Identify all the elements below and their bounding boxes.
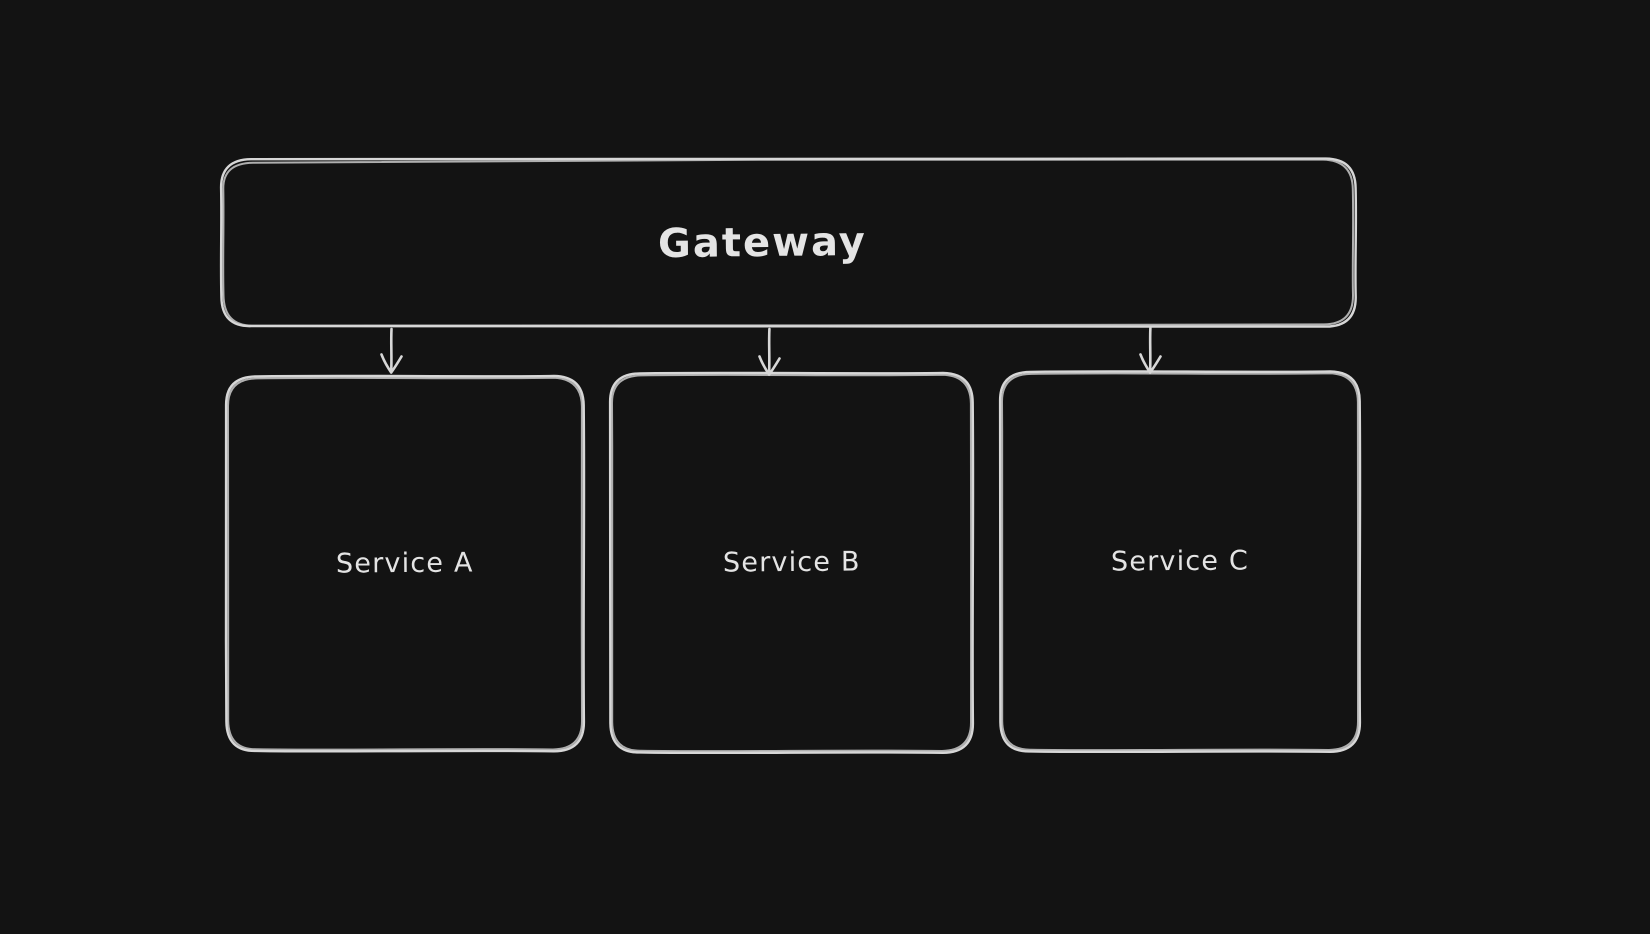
service-c-node-label: Service C — [1110, 545, 1250, 578]
service-c-node-border — [998, 370, 1362, 754]
service-a-node-border — [224, 374, 586, 753]
service-b-node[interactable]: Service B — [610, 372, 973, 753]
service-b-node-outline — [608, 371, 975, 755]
service-b-node-border-sketch-pass — [610, 373, 973, 753]
gateway-node-border-sketch-pass — [222, 158, 1355, 327]
edge-gateway-to-service-b[interactable] — [758, 327, 781, 376]
edge-gateway-to-service-c[interactable] — [1139, 326, 1162, 374]
service-c-node[interactable]: Service C — [1000, 371, 1360, 752]
service-b-node-label: Service B — [722, 546, 861, 579]
gateway-node-outline — [219, 157, 1358, 328]
service-c-node-outline — [998, 370, 1362, 754]
service-a-node-border-sketch-pass — [226, 376, 584, 751]
gateway-node-label: Gateway — [657, 218, 868, 267]
edge-gateway-to-service-c-arrowhead — [1139, 353, 1162, 374]
gateway-node[interactable]: Gateway — [221, 158, 1356, 327]
service-c-node-border-sketch-pass — [1000, 372, 1360, 752]
service-a-node[interactable]: Service A — [226, 375, 584, 752]
edge-gateway-to-service-a[interactable] — [380, 327, 403, 374]
service-b-node-border — [608, 371, 975, 755]
edge-gateway-to-service-b-arrowhead — [758, 355, 781, 376]
service-a-node-outline — [224, 374, 586, 753]
service-a-node-label: Service A — [336, 547, 474, 580]
edge-gateway-to-service-a-arrowhead — [380, 353, 403, 374]
